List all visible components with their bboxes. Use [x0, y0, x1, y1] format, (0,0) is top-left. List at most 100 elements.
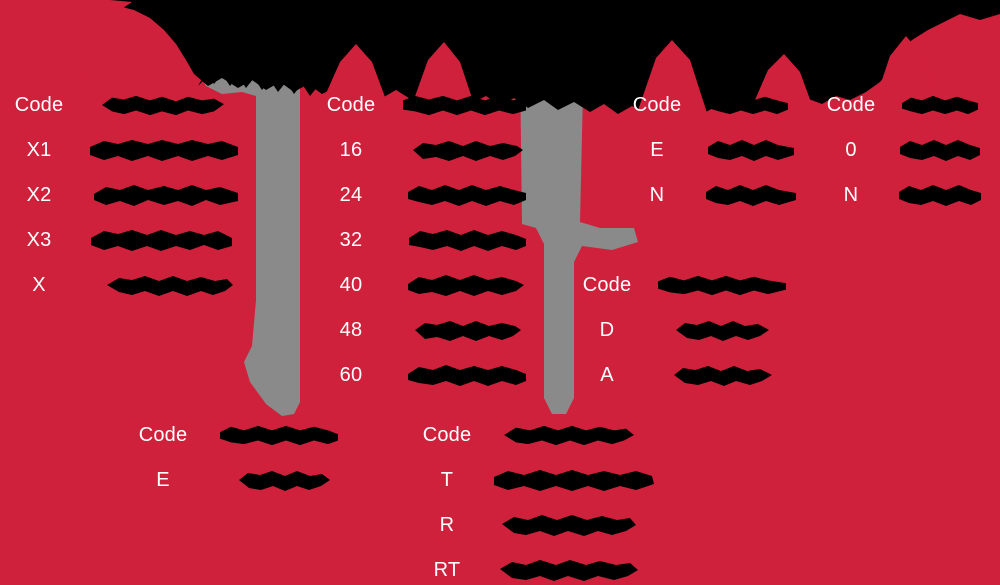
table-row: X2 [6, 172, 240, 217]
redacted-header-value [403, 94, 528, 116]
row-label: RT [433, 558, 461, 581]
redaction-bar [413, 138, 525, 162]
table-row: 32 [322, 217, 528, 262]
redaction-bar [102, 94, 227, 116]
redacted-row-value [107, 273, 234, 297]
row-label: N [843, 183, 859, 206]
table-row: X3 [6, 217, 240, 262]
redacted-row-value [676, 318, 771, 342]
redaction-bar [674, 363, 774, 387]
redacted-row-value [502, 513, 638, 537]
redaction-bar [409, 228, 528, 252]
row-label: X2 [26, 183, 52, 206]
table-row: X1 [6, 127, 240, 172]
redaction-bar [706, 183, 798, 207]
table-row: 0 [822, 127, 983, 172]
row-label: 0 [845, 138, 857, 161]
table-header-row: Code [418, 412, 656, 457]
redacted-row-value [674, 363, 774, 387]
redaction-bar [107, 273, 234, 297]
redacted-row-value [409, 228, 528, 252]
redacted-row-value [408, 363, 528, 387]
redaction-bar [415, 318, 523, 342]
column-header-code: Code [632, 93, 682, 116]
code-table-da-series: Code D A [578, 262, 788, 397]
redacted-header-value [504, 424, 636, 446]
row-label: 40 [339, 273, 363, 296]
redacted-row-value [706, 183, 798, 207]
row-label: E [156, 468, 170, 491]
redaction-bar [676, 318, 771, 342]
row-label: D [599, 318, 615, 341]
redaction-bar [902, 94, 980, 116]
row-label: E [650, 138, 664, 161]
redaction-bar [403, 94, 528, 116]
redacted-row-value [708, 138, 796, 162]
redaction-bar [494, 468, 656, 492]
code-table-x-series: Code X1 X2 X3 [6, 82, 240, 307]
table-row: 60 [322, 352, 528, 397]
redacted-header-value [220, 424, 340, 446]
code-table-en-series: Code E N [628, 82, 798, 217]
column-header-code: Code [14, 93, 64, 116]
redacted-row-value [90, 138, 240, 162]
redacted-row-value [408, 273, 526, 297]
table-row: T [418, 457, 656, 502]
table-row: 48 [322, 307, 528, 352]
redacted-header-value [710, 94, 790, 116]
column-header-code: Code [582, 273, 632, 296]
table-row: N [628, 172, 798, 217]
redacted-row-value [494, 468, 656, 492]
redacted-row-value [413, 138, 525, 162]
redaction-bar [900, 138, 982, 162]
redaction-bar [658, 274, 788, 296]
redaction-bar [90, 138, 240, 162]
redaction-bar [504, 424, 636, 446]
redacted-row-value [900, 138, 982, 162]
row-label: 32 [339, 228, 363, 251]
table-row: 24 [322, 172, 528, 217]
table-row: A [578, 352, 788, 397]
redaction-bar [408, 183, 528, 207]
redaction-bar [220, 424, 340, 446]
column-header-code: Code [138, 423, 188, 446]
row-label: 60 [339, 363, 363, 386]
column-header-code: Code [826, 93, 876, 116]
row-label: X1 [26, 138, 52, 161]
table-row: X [6, 262, 240, 307]
redacted-row-value [899, 183, 983, 207]
table-header-row: Code [6, 82, 240, 127]
row-label: 48 [339, 318, 363, 341]
redaction-bar [408, 363, 528, 387]
redacted-row-value [408, 183, 528, 207]
table-row: 40 [322, 262, 528, 307]
redaction-bar [94, 183, 240, 207]
redacted-row-value [91, 228, 234, 252]
column-header-code: Code [422, 423, 472, 446]
redaction-bar [710, 94, 790, 116]
table-row: D [578, 307, 788, 352]
table-header-row: Code [578, 262, 788, 307]
row-label: X3 [26, 228, 52, 251]
redacted-header-value [658, 274, 788, 296]
redaction-bar [500, 558, 640, 582]
redacted-row-value [239, 468, 332, 492]
redacted-header-value [902, 94, 980, 116]
row-label: A [600, 363, 614, 386]
column-header-code: Code [326, 93, 376, 116]
code-table-0n-series: Code 0 N [822, 82, 983, 217]
table-row: N [822, 172, 983, 217]
redacted-row-value [415, 318, 523, 342]
row-label: T [440, 468, 454, 491]
table-header-row: Code [134, 412, 340, 457]
table-row: E [628, 127, 798, 172]
grey-top-teeth [196, 24, 904, 86]
code-table-e-series: Code E [134, 412, 340, 502]
redaction-bar [408, 273, 526, 297]
table-row: 16 [322, 127, 528, 172]
redacted-row-value [94, 183, 240, 207]
row-label: X [32, 273, 46, 296]
row-label: 24 [339, 183, 363, 206]
row-label: R [439, 513, 455, 536]
